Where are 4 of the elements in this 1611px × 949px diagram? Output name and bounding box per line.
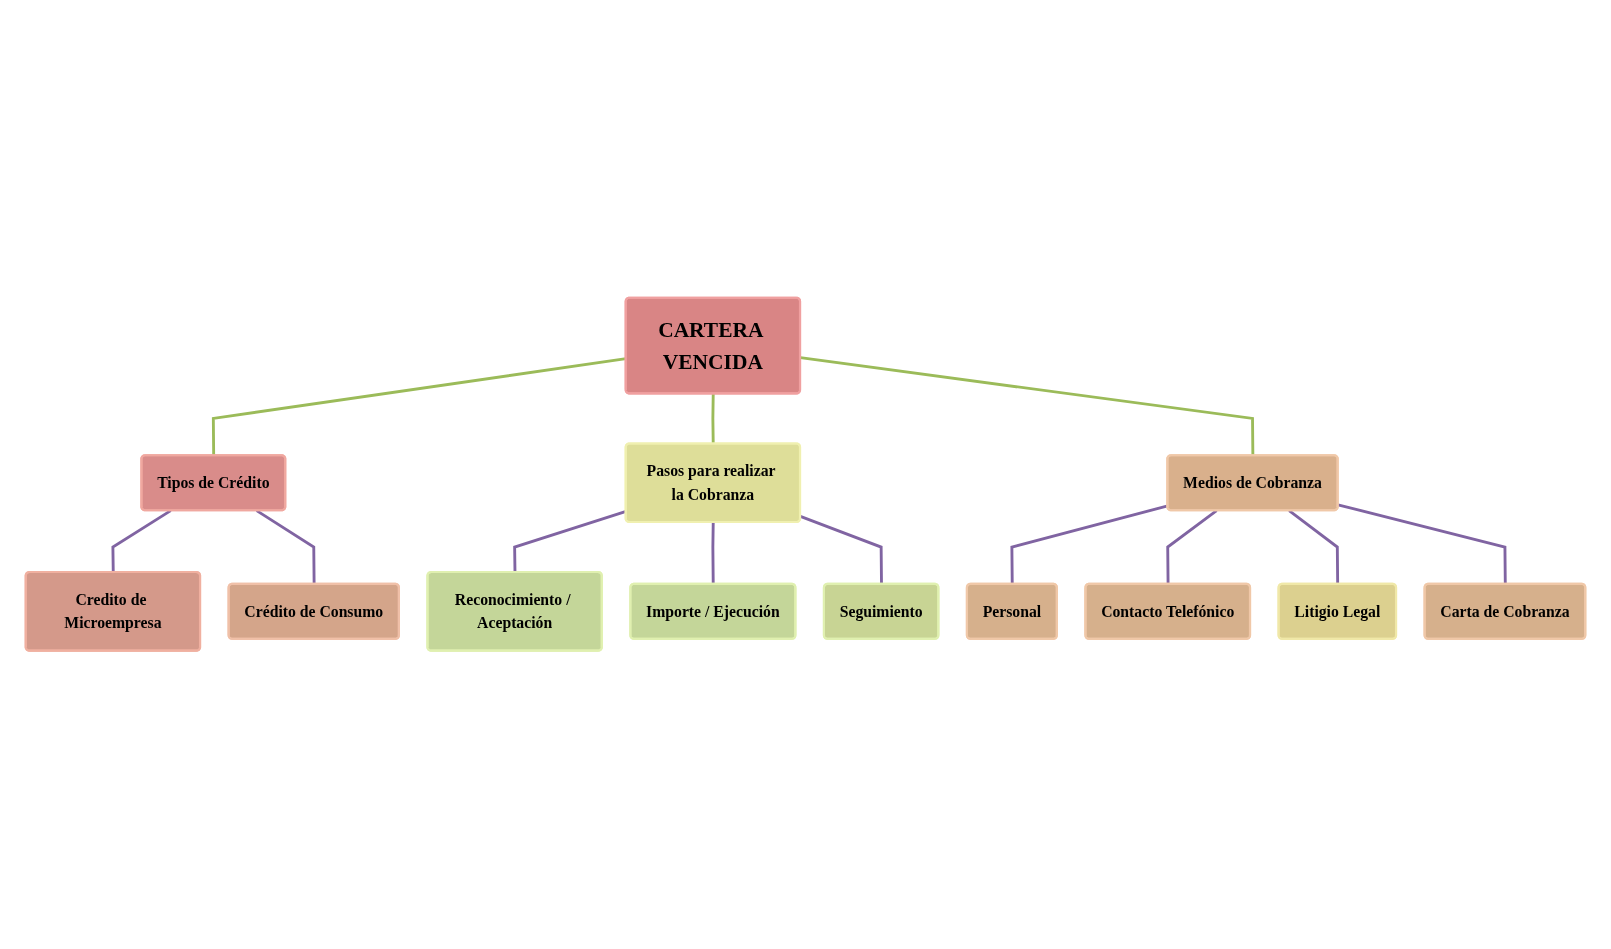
connector	[1337, 503, 1507, 585]
connector	[711, 522, 715, 585]
connector	[800, 356, 1255, 456]
connector	[1010, 504, 1169, 585]
